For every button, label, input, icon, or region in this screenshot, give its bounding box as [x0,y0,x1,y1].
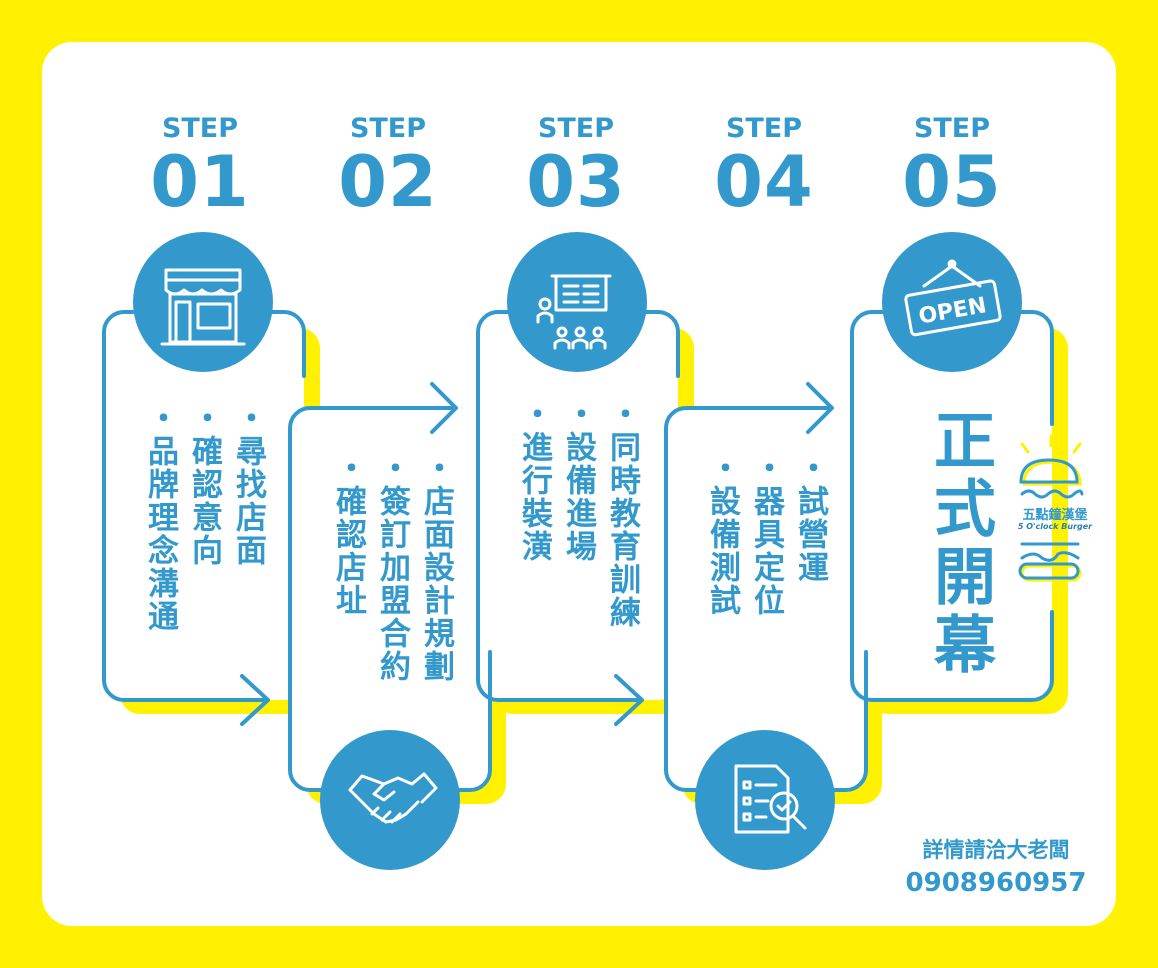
list-item: 簽訂加盟合約 [370,452,414,683]
step-label: STEP [725,113,803,144]
list-item: 進行裝潢 [512,398,556,629]
list-item: 確認店址 [326,452,370,683]
step-01-box [102,310,306,726]
open-sign-icon [904,259,1002,337]
list-item: 店面設計規劃 [414,452,458,683]
list-item: 器具定位 [744,452,788,617]
checklist-inspection-icon [734,764,807,834]
handshake-icon [348,772,438,824]
step-label: STEP [349,113,427,144]
list-item: 尋找店面 [226,402,270,633]
step-02-box [288,382,492,792]
step-label: STEP [913,113,991,144]
step-number: 04 [714,141,814,223]
step-05-box [850,310,1054,702]
list-item: 設備進場 [556,398,600,629]
step-number: 03 [526,141,626,223]
logo-name-english: 5 O'clock Burger [1017,522,1093,531]
step-number: 01 [150,141,250,223]
presentation-training-icon [536,274,612,350]
burger-logo [1018,434,1084,582]
list-item: 設備測試 [700,452,744,617]
step-03-items: 同時教育訓練 設備進場 進行裝潢 [512,398,644,629]
list-item: 確認意向 [182,402,226,633]
step-03-box [476,310,680,726]
contact-phone[interactable]: 0908960957 [905,868,1087,898]
logo-name-chinese: 五點鐘漢堡 [1022,508,1088,523]
contact-label: 詳情請洽大老闆 [922,838,1070,862]
step-04-box [664,382,868,792]
list-item: 品牌理念溝通 [138,402,182,633]
step-number: 02 [338,141,438,223]
step-04-items: 試營運 器具定位 設備測試 [700,452,832,617]
list-item: 試營運 [788,452,832,617]
list-item: 同時教育訓練 [600,398,644,629]
step-01-items: 尋找店面 確認意向 品牌理念溝通 [138,402,270,633]
grand-opening-headline: 正式開幕 [923,408,996,680]
step-label: STEP [161,113,239,144]
step-label: STEP [537,113,615,144]
step-02-items: 店面設計規劃 簽訂加盟合約 確認店址 [326,452,458,683]
storefront-icon [160,268,246,346]
step-number: 05 [902,141,1002,223]
